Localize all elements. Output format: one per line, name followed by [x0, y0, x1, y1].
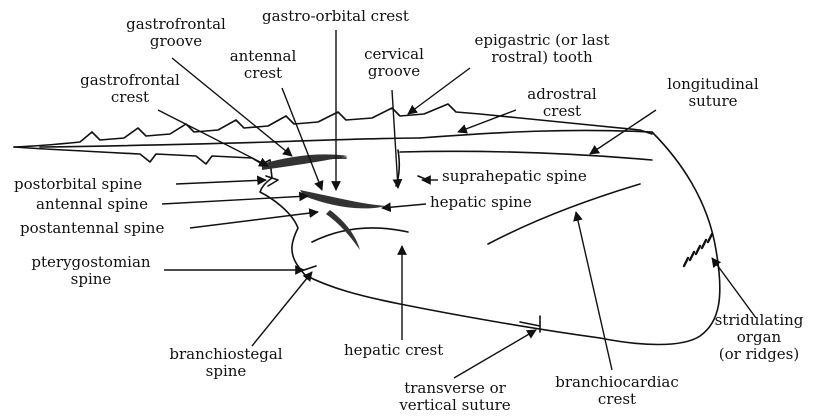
label-transverse-suture: transverse or vertical suture	[380, 380, 530, 414]
label-gastrofrontal-crest: gastrofrontal crest	[60, 72, 200, 106]
label-cervical-groove: cervical groove	[346, 46, 442, 80]
label-hepatic-crest: hepatic crest	[344, 342, 443, 359]
label-postantennal-spine: postantennal spine	[20, 220, 164, 237]
label-antennal-spine: antennal spine	[36, 196, 148, 213]
leader-gastrofrontal-crest	[158, 110, 268, 166]
leader-antennal-crest	[282, 88, 322, 190]
stridulating-ridges	[684, 234, 712, 266]
label-stridulating-organ: stridulating organ (or ridges)	[704, 312, 814, 363]
label-pterygostomian-spine: pterygostomian spine	[16, 254, 166, 288]
label-longitudinal-suture: longitudinal suture	[648, 76, 778, 110]
leader-branchiocardiac-crest	[576, 212, 612, 370]
label-epigastric-tooth: epigastric (or last rostral) tooth	[464, 32, 620, 66]
carapace-dorsal-line	[420, 130, 652, 138]
leader-postantennal-spine	[190, 212, 318, 228]
hepatic-crest-line	[312, 228, 408, 242]
carapace-posterior-margin	[600, 132, 720, 345]
label-antennal-crest: antennal crest	[218, 48, 308, 82]
rostrum-lower-margin	[14, 147, 270, 164]
pterygostomian-spine-mark	[304, 266, 316, 270]
leader-stridulating-organ	[712, 258, 756, 318]
transverse-suture-line	[520, 322, 540, 326]
leader-antennal-spine	[162, 196, 308, 204]
hepatic-spine-stipple	[300, 190, 386, 208]
antennal-crest-stipple	[326, 210, 360, 250]
carapace-anterior-margin	[260, 160, 305, 275]
leader-hepatic-spine	[382, 204, 426, 208]
carapace-ventral-margin	[305, 275, 600, 338]
label-hepatic-spine: hepatic spine	[430, 194, 532, 211]
leader-branchiostegal-spine	[252, 272, 312, 346]
label-branchiostegal-spine: branchiostegal spine	[146, 346, 306, 380]
leader-postorbital-spine	[176, 180, 266, 184]
label-suprahepatic-spine: suprahepatic spine	[442, 168, 587, 185]
label-branchiocardiac-crest: branchiocardiac crest	[552, 374, 682, 408]
longitudinal-suture-line	[400, 151, 652, 160]
label-gastrofrontal-groove: gastrofrontal groove	[96, 16, 256, 50]
label-adrostral-crest: adrostral crest	[514, 86, 610, 120]
label-gastro-orbital-crest: gastro-orbital crest	[262, 8, 409, 25]
label-postorbital-spine: postorbital spine	[14, 176, 142, 193]
rostral-ridge	[40, 138, 420, 147]
leader-transverse-suture	[454, 330, 536, 378]
gastro-orbital-crest-stipple	[262, 154, 348, 170]
